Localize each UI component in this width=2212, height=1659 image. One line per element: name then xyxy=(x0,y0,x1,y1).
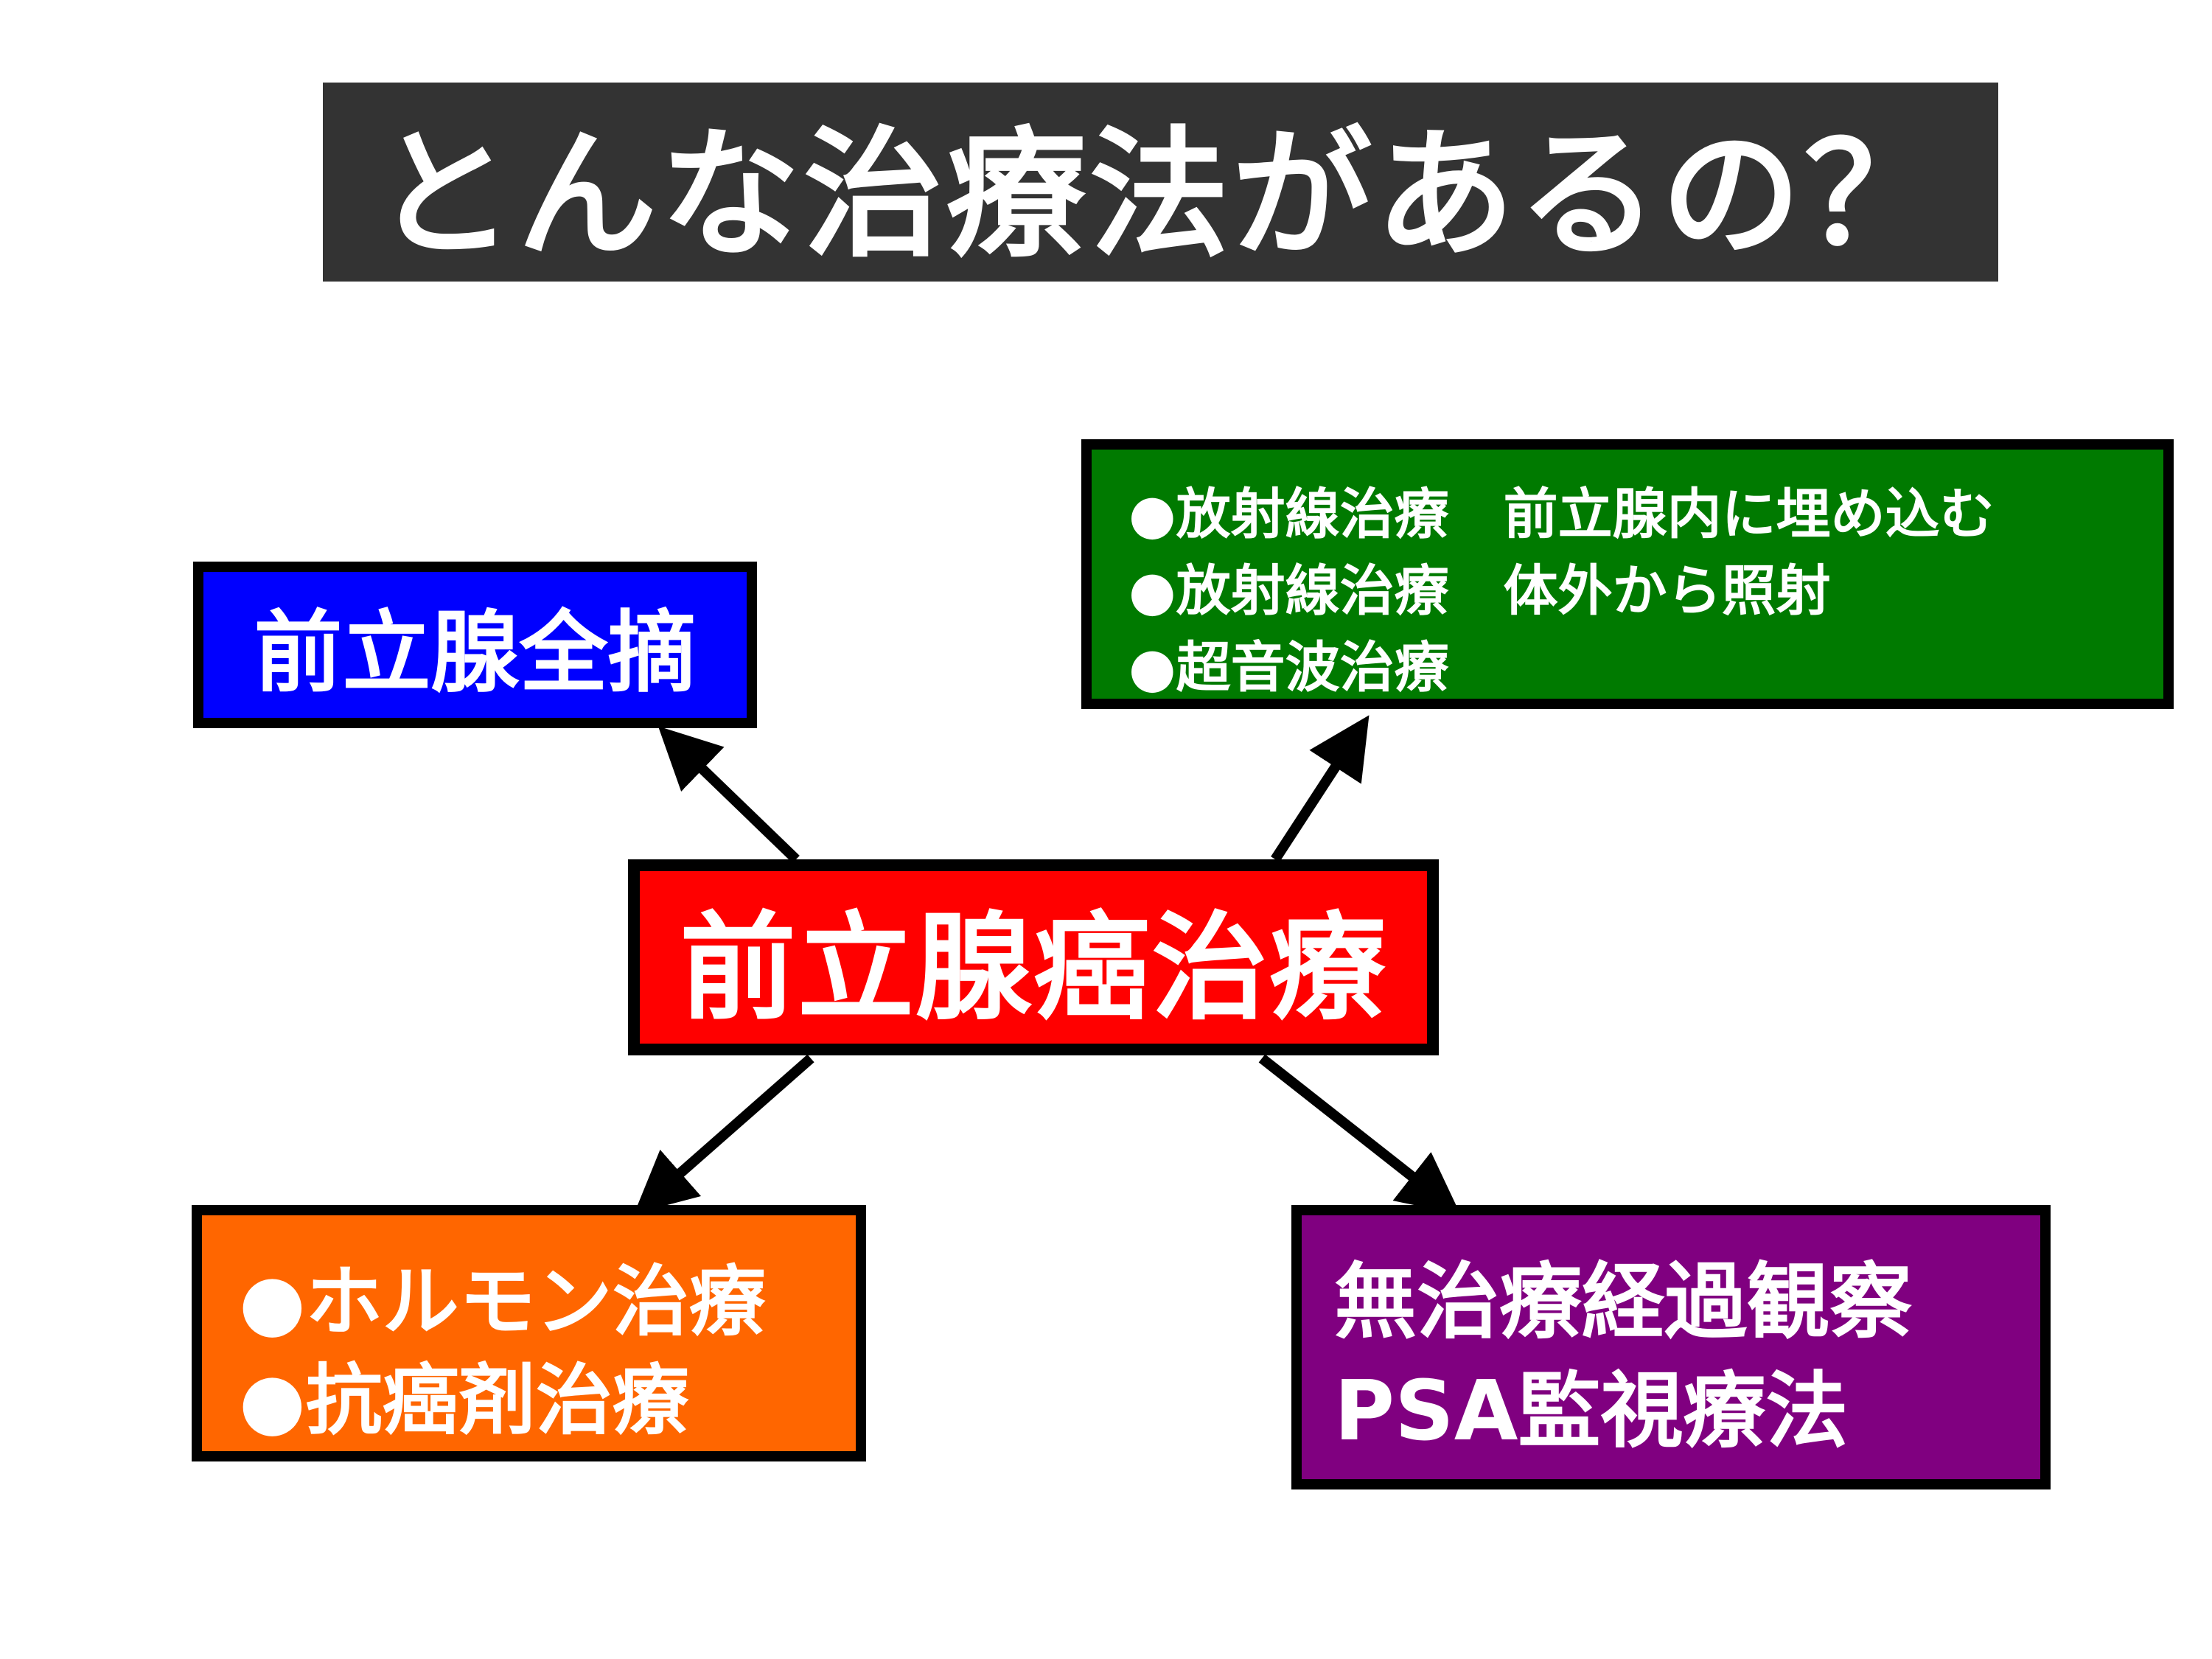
node-watchful-line-2: PSA監視療法 xyxy=(1334,1363,1849,1459)
node-hormone-line-1: ●ホルモン治療 xyxy=(239,1257,766,1347)
node-hormone-chemo: ●ホルモン治療 ●抗癌剤治療 xyxy=(192,1205,866,1461)
node-hormone-line-2: ●抗癌剤治療 xyxy=(239,1355,689,1445)
arrow-to-hormone-chemo xyxy=(634,1054,814,1214)
arrow-to-watchful-waiting xyxy=(1258,1054,1461,1215)
node-prostatectomy-label: 前立腺全摘 xyxy=(254,602,697,705)
title-banner: とんな治療法があるの？ xyxy=(323,83,1998,282)
node-prostatectomy: 前立腺全摘 xyxy=(193,562,757,728)
arrow-to-radiation-ultrasound xyxy=(1271,715,1370,862)
node-watchful-line-1: 無治療経過観察 xyxy=(1334,1254,1912,1350)
center-node-label: 前立腺癌治療 xyxy=(680,900,1387,1036)
center-node-prostate-cancer-treatment: 前立腺癌治療 xyxy=(628,859,1439,1055)
node-watchful-waiting: 無治療経過観察 PSA監視療法 xyxy=(1291,1205,2051,1489)
diagram-title: とんな治療法があるの？ xyxy=(374,113,1947,276)
node-radiation-line-3: ●超音波治療 xyxy=(1128,636,1449,699)
node-radiation-line-2: ●放射線治療 体外から照射 xyxy=(1128,559,1831,623)
node-radiation-ultrasound: ●放射線治療 前立腺内に埋め込む ●放射線治療 体外から照射 ●超音波治療 xyxy=(1081,439,2174,709)
arrow-to-prostatectomy xyxy=(657,726,800,864)
node-radiation-line-1: ●放射線治療 前立腺内に埋め込む xyxy=(1128,483,1995,546)
